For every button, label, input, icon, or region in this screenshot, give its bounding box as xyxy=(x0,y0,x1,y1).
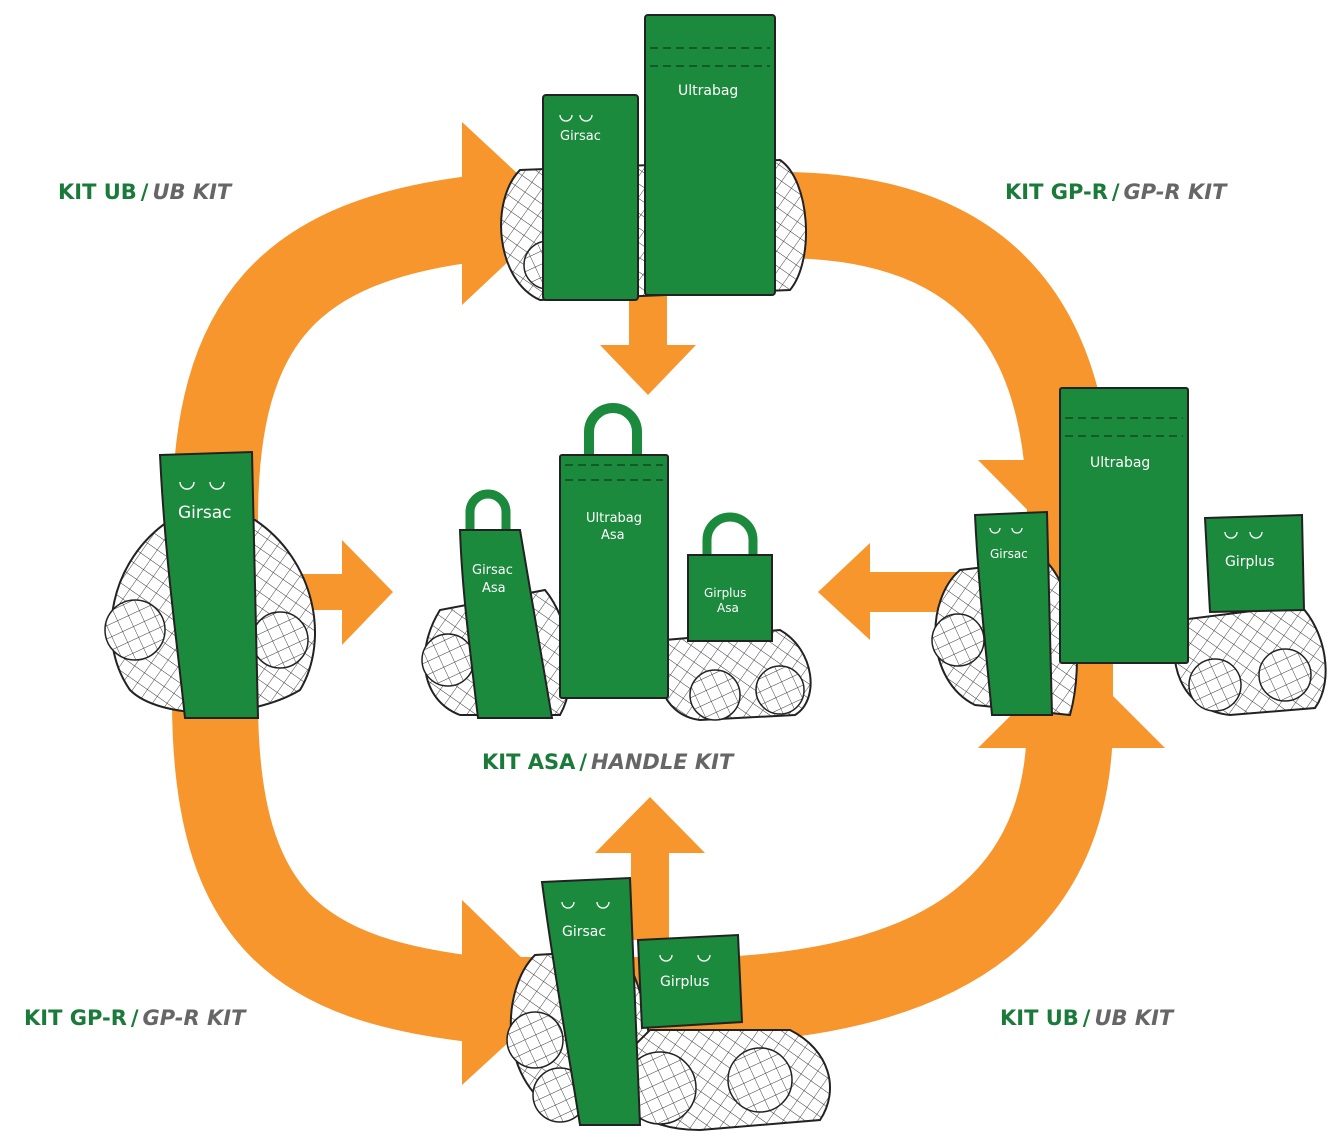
top-girsac-text: Girsac xyxy=(560,129,601,144)
label-main: KIT UB xyxy=(1000,1006,1079,1030)
arrow-head-bottom xyxy=(462,900,560,1085)
girsac-bag xyxy=(973,510,1054,716)
bottom-girsac-text: Girsac xyxy=(562,924,606,940)
right-girplus-text: Girplus xyxy=(1225,554,1274,570)
handle-icon xyxy=(702,512,758,558)
label-main: KIT GP-R xyxy=(1005,180,1108,204)
label-bottom-right: KIT UB/UB KIT xyxy=(1000,1008,1173,1029)
center-ultrabag-text-1: Ultrabag xyxy=(586,511,642,526)
arrow-top-to-center xyxy=(600,290,696,395)
handle-icon xyxy=(465,489,511,532)
label-separator: / xyxy=(1082,1006,1091,1030)
center-kit-group: Girsac Asa Ultrabag Asa Girplus Asa xyxy=(421,403,812,722)
girplus-asa-bag xyxy=(687,554,773,642)
center-girsac-text-1: Girsac xyxy=(472,563,513,578)
center-ultrabag-text-2: Asa xyxy=(601,528,625,543)
label-alt: GP-R KIT xyxy=(142,1006,246,1030)
bottom-kit-group: Girsac Girplus xyxy=(506,876,831,1132)
right-kit-group: Ultrabag Girsac Girplus xyxy=(931,387,1327,717)
ultrabag-bag xyxy=(644,14,776,296)
girplus-bag xyxy=(1203,513,1306,614)
ultrabag-bag xyxy=(1059,387,1189,664)
center-girplus-text-1: Girplus xyxy=(704,586,746,600)
right-girsac-text: Girsac xyxy=(990,547,1028,561)
label-alt: UB KIT xyxy=(1094,1006,1174,1030)
label-main: KIT GP-R xyxy=(24,1006,127,1030)
label-top-left: KIT UB/UB KIT xyxy=(58,182,231,203)
left-girsac-text: Girsac xyxy=(178,503,232,523)
top-kit-group: Girsac Ultrabag xyxy=(500,14,807,302)
label-bottom-left: KIT GP-R/GP-R KIT xyxy=(24,1008,245,1029)
label-separator: / xyxy=(1111,180,1120,204)
label-main: KIT ASA xyxy=(482,750,576,774)
label-separator: / xyxy=(140,180,149,204)
ultrabag-asa-bag xyxy=(559,454,669,699)
label-center: KIT ASA/HANDLE KIT xyxy=(482,752,733,773)
top-ultrabag-text: Ultrabag xyxy=(678,83,738,99)
left-kit-group: Girsac xyxy=(104,450,316,719)
label-separator: / xyxy=(579,750,588,774)
handle-icon xyxy=(584,403,642,458)
label-separator: / xyxy=(130,1006,139,1030)
label-main: KIT UB xyxy=(58,180,137,204)
right-ultrabag-text: Ultrabag xyxy=(1090,455,1150,471)
arrow-bottom-to-center xyxy=(595,797,705,940)
girsac-bag xyxy=(158,450,260,719)
girplus-bag xyxy=(636,933,744,1030)
girsac-bag xyxy=(540,876,642,1126)
girsac-asa-bag xyxy=(458,529,554,719)
label-alt: GP-R KIT xyxy=(1123,180,1227,204)
girsac-bag xyxy=(542,94,639,301)
center-girplus-text-2: Asa xyxy=(717,601,739,615)
bottom-girplus-text: Girplus xyxy=(660,974,709,990)
label-top-right: KIT GP-R/GP-R KIT xyxy=(1005,182,1226,203)
label-alt: UB KIT xyxy=(152,180,232,204)
label-alt: HANDLE KIT xyxy=(591,750,734,774)
center-girsac-text-2: Asa xyxy=(482,581,506,596)
